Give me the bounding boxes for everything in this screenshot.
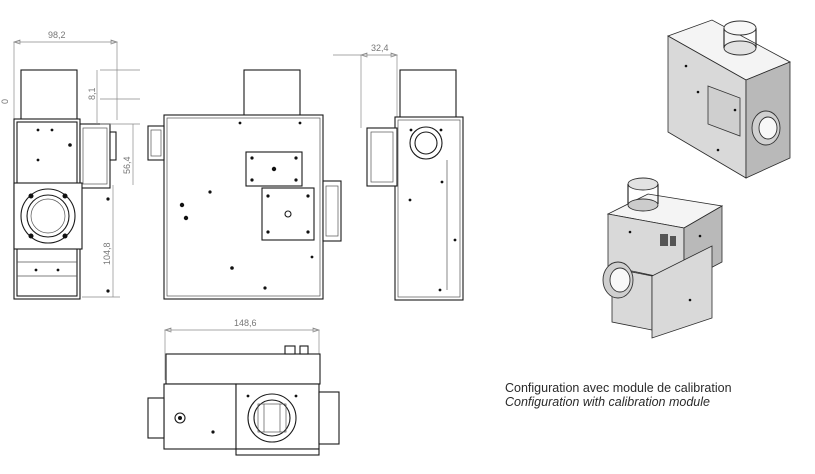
left-side-view: 98,2 0 8,1 56,4 104,8: [0, 30, 140, 300]
dim-104-8-label: 104,8: [102, 242, 112, 265]
dim-148-6-label: 148,6: [234, 318, 257, 328]
dim-98-2-label: 98,2: [48, 30, 66, 40]
right-side-view: 32,4: [333, 43, 464, 301]
caption: Configuration avec module de calibration…: [505, 381, 732, 409]
caption-english: Configuration with calibration module: [505, 395, 710, 409]
dim-32-4-label: 32,4: [371, 43, 389, 53]
isometric-view-top: [667, 19, 791, 179]
dim-0-label: 0: [0, 99, 10, 104]
dim-56-4-label: 56,4: [122, 156, 132, 174]
isometric-view-bottom: [602, 177, 724, 339]
dim-8-1-label: 8,1: [87, 87, 97, 100]
bottom-view: 148,6: [147, 318, 340, 456]
front-view: [147, 69, 342, 300]
caption-french: Configuration avec module de calibration: [505, 381, 732, 395]
